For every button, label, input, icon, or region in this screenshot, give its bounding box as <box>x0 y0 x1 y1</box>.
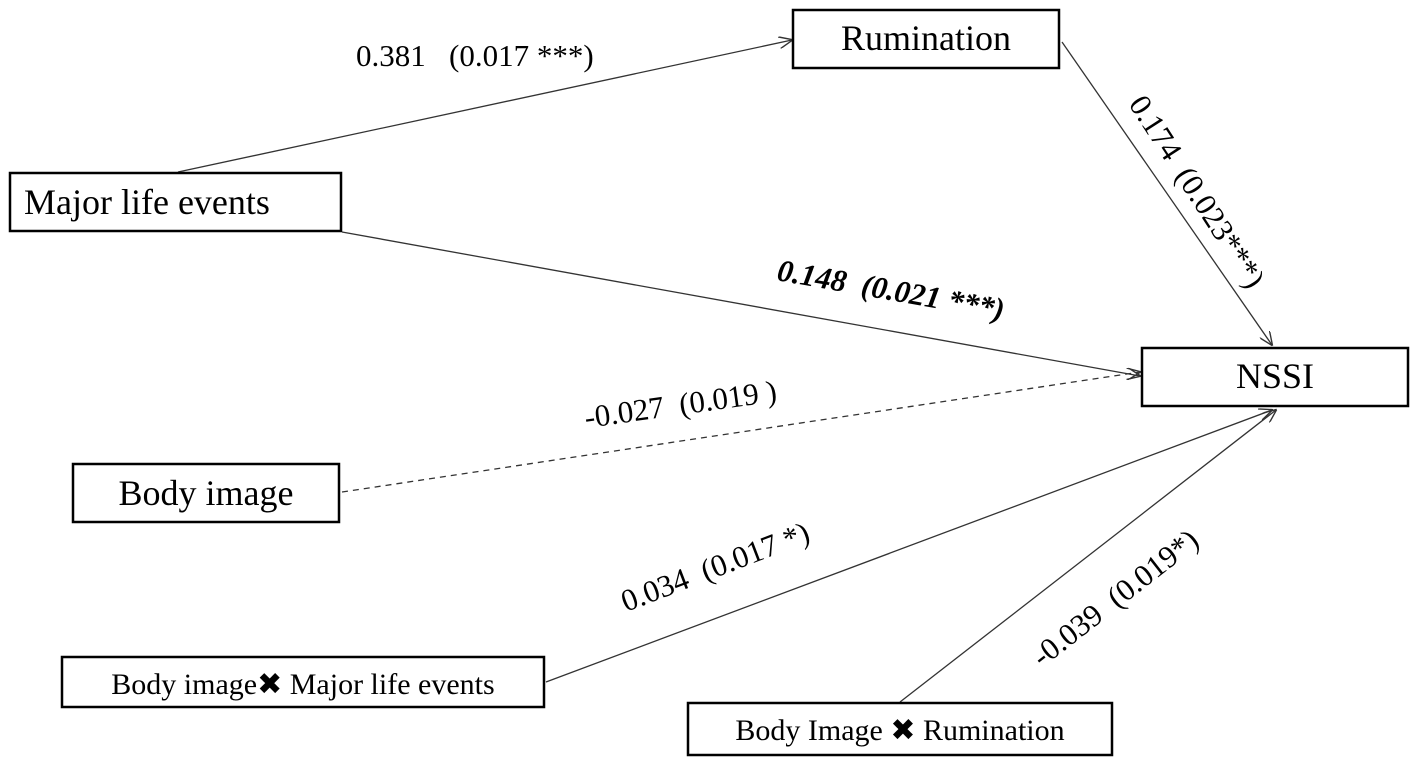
label-body-image-to-nssi: -0.027 (0.019 ) <box>582 373 779 435</box>
node-body-image-x-rumination-label: Body Image ✖ Rumination <box>735 714 1064 747</box>
node-body-image-label: Body image <box>119 473 294 513</box>
label-major-life-events-to-nssi: 0.148 (0.021 ***) <box>775 252 1007 326</box>
edge-body-image-x-rumination-to-nssi <box>899 410 1276 703</box>
label-body-image-x-major-life-events-to-nssi: 0.034 (0.017 *) <box>616 515 814 619</box>
label-rumination-to-nssi: 0.174 (0.023***) <box>1122 89 1272 294</box>
node-body-image-x-major-life-events-label: Body image✖ Major life events <box>111 668 494 701</box>
node-body-image-x-rumination: Body Image ✖ Rumination <box>686 701 1114 757</box>
node-major-life-events: Major life events <box>8 171 343 233</box>
edge-body-image-x-major-life-events-to-nssi <box>545 410 1272 683</box>
label-major-life-events-to-rumination: 0.381 (0.017 ***) <box>356 38 594 73</box>
node-body-image-x-major-life-events: Body image✖ Major life events <box>60 655 546 709</box>
edge-body-image-to-nssi <box>341 372 1140 493</box>
node-rumination: Rumination <box>791 8 1061 70</box>
node-rumination-label: Rumination <box>841 18 1011 58</box>
edge-major-life-events-to-nssi <box>341 231 1140 376</box>
edge-major-life-events-to-rumination <box>177 40 792 173</box>
edge-rumination-to-nssi <box>1061 41 1272 345</box>
node-major-life-events-label: Major life events <box>24 182 270 222</box>
node-nssi-label: NSSI <box>1236 356 1314 396</box>
label-body-image-x-rumination-to-nssi: -0.039 (0.019*) <box>1025 522 1205 674</box>
node-nssi: NSSI <box>1140 346 1410 408</box>
node-body-image: Body image <box>71 462 341 524</box>
